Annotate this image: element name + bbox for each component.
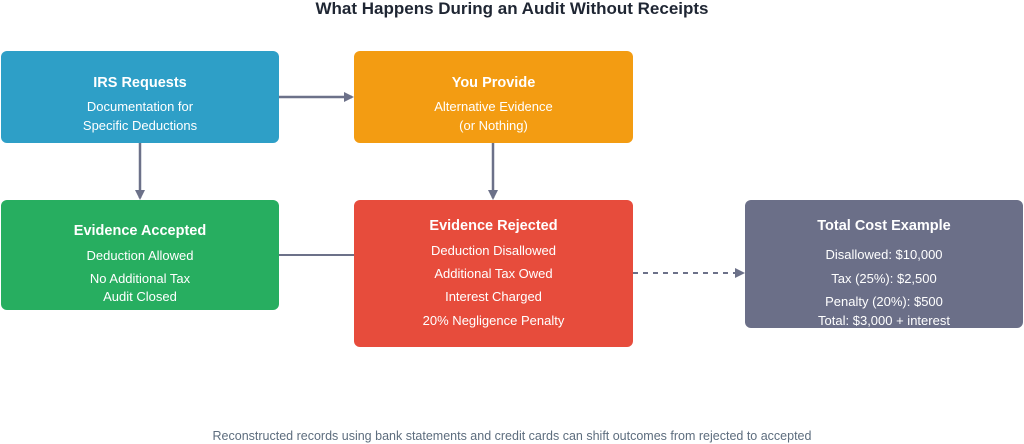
node-evidence-rejected: Evidence Rejected Deduction Disallowed A…: [354, 200, 633, 347]
node-rejected-title: Evidence Rejected: [429, 218, 558, 234]
footnote: Reconstructed records using bank stateme…: [212, 429, 812, 443]
node-provide-line: Alternative Evidence: [434, 99, 553, 114]
node-total-line: Disallowed: $10,000: [825, 247, 943, 262]
node-rejected-line: Deduction Disallowed: [430, 243, 556, 258]
node-provide-title: You Provide: [451, 75, 536, 91]
node-total-cost-example: Total Cost Example Disallowed: $10,000 T…: [745, 200, 1023, 328]
node-total-line: Penalty (20%): $500: [825, 294, 943, 309]
node-rejected-line: Interest Charged: [445, 289, 542, 304]
node-total-line: Total: $3,000 + interest: [818, 313, 950, 328]
node-rejected-line: Additional Tax Owed: [434, 266, 553, 281]
node-irs-title: IRS Requests: [93, 75, 187, 91]
node-accepted-line: No Additional Tax: [89, 271, 191, 286]
node-accepted-line: Deduction Allowed: [86, 248, 194, 263]
diagram-title: What Happens During an Audit Without Rec…: [315, 0, 709, 18]
node-irs-line: Documentation for: [86, 99, 194, 114]
node-you-provide: You Provide Alternative Evidence (or Not…: [354, 51, 633, 143]
node-provide-line: (or Nothing): [459, 118, 528, 133]
node-evidence-accepted: Evidence Accepted Deduction Allowed No A…: [1, 200, 279, 310]
node-irs-line: Specific Deductions: [82, 118, 198, 133]
node-accepted-line: Audit Closed: [103, 289, 177, 304]
node-rejected-line: 20% Negligence Penalty: [422, 313, 565, 328]
node-total-title: Total Cost Example: [817, 218, 951, 234]
node-total-line: Tax (25%): $2,500: [831, 271, 937, 286]
node-accepted-title: Evidence Accepted: [73, 223, 207, 239]
node-irs-requests: IRS Requests Documentation for Specific …: [1, 51, 279, 143]
